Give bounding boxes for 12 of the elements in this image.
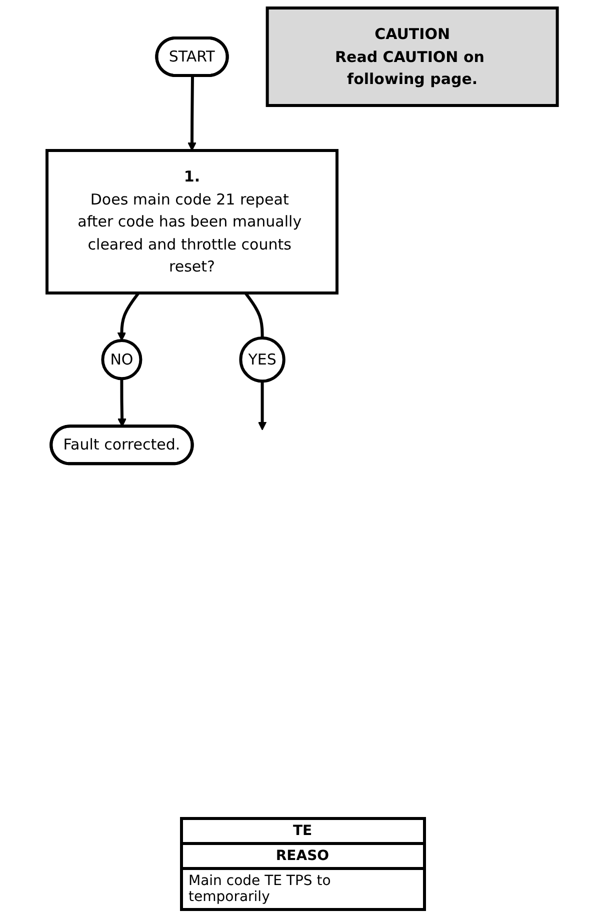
node-box: CAUTION Read CAUTION on following page. bbox=[266, 6, 560, 107]
node-box: 1. Does main code 21 repeat after code has been manually cleared and throttle counts reset? bbox=[46, 149, 339, 294]
arrow bbox=[188, 76, 197, 151]
arrow bbox=[258, 381, 268, 430]
arrow bbox=[118, 378, 127, 428]
table-header: REASO bbox=[182, 845, 422, 870]
arrow bbox=[118, 292, 140, 341]
table-cell-text: Main code TE TPS to temporarily bbox=[188, 872, 332, 907]
node-circle: YES bbox=[240, 336, 286, 383]
table-header: TE bbox=[182, 820, 422, 845]
node-circle: NO bbox=[102, 339, 143, 380]
connector bbox=[244, 292, 264, 338]
